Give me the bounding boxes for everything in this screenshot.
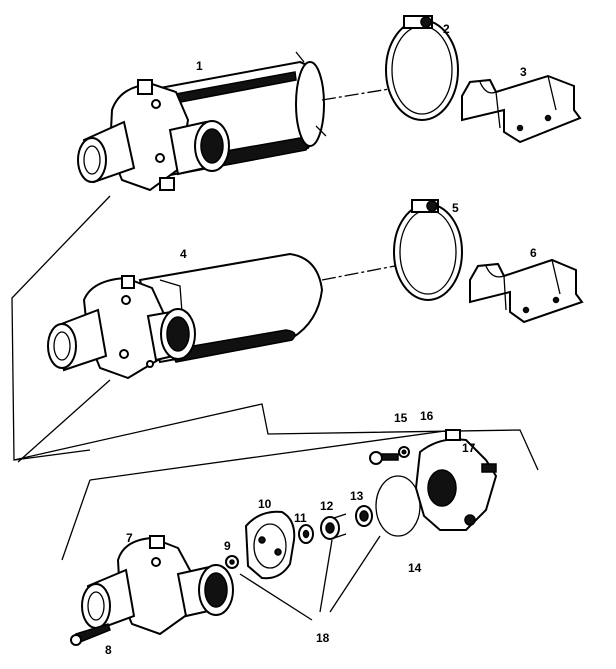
- callout-11: 11: [294, 511, 307, 525]
- part-1-canister: [77, 51, 327, 192]
- part-5-clamp: [393, 199, 463, 301]
- leader-lines: [11, 195, 539, 621]
- part-17-cover: [414, 429, 498, 531]
- callout-7: 7: [126, 531, 133, 545]
- part-14-o-ring: [375, 475, 421, 537]
- callout-18: 18: [316, 631, 330, 645]
- part-13-seal: [355, 505, 373, 527]
- callout-14: 14: [408, 561, 422, 575]
- part-16-washer: [398, 446, 410, 458]
- part-7-housing: [81, 535, 234, 636]
- callout-16: 16: [420, 409, 434, 423]
- part-2-clamp: [385, 15, 459, 121]
- part-9-nut: [225, 555, 239, 569]
- callout-17: 17: [462, 441, 476, 455]
- part-8-bolt: [70, 623, 111, 646]
- callout-10: 10: [258, 497, 272, 511]
- part-4-canister: [47, 252, 324, 380]
- callout-1: 1: [196, 59, 203, 73]
- part-12-seal: [320, 513, 347, 540]
- callout-5: 5: [452, 201, 459, 215]
- part-10-thermostat: [244, 510, 296, 580]
- callout-13: 13: [350, 489, 364, 503]
- callout-9: 9: [224, 539, 231, 553]
- part-15-screw: [369, 451, 399, 465]
- callout-2: 2: [443, 22, 450, 36]
- callout-3: 3: [520, 65, 527, 79]
- callout-4: 4: [180, 247, 187, 261]
- callout-12: 12: [320, 499, 334, 513]
- part-6-bracket: [469, 258, 584, 324]
- part-3-bracket: [461, 74, 582, 144]
- callout-8: 8: [105, 643, 112, 657]
- callout-15: 15: [394, 411, 408, 425]
- part-11-washer: [298, 524, 314, 544]
- callout-6: 6: [530, 246, 537, 260]
